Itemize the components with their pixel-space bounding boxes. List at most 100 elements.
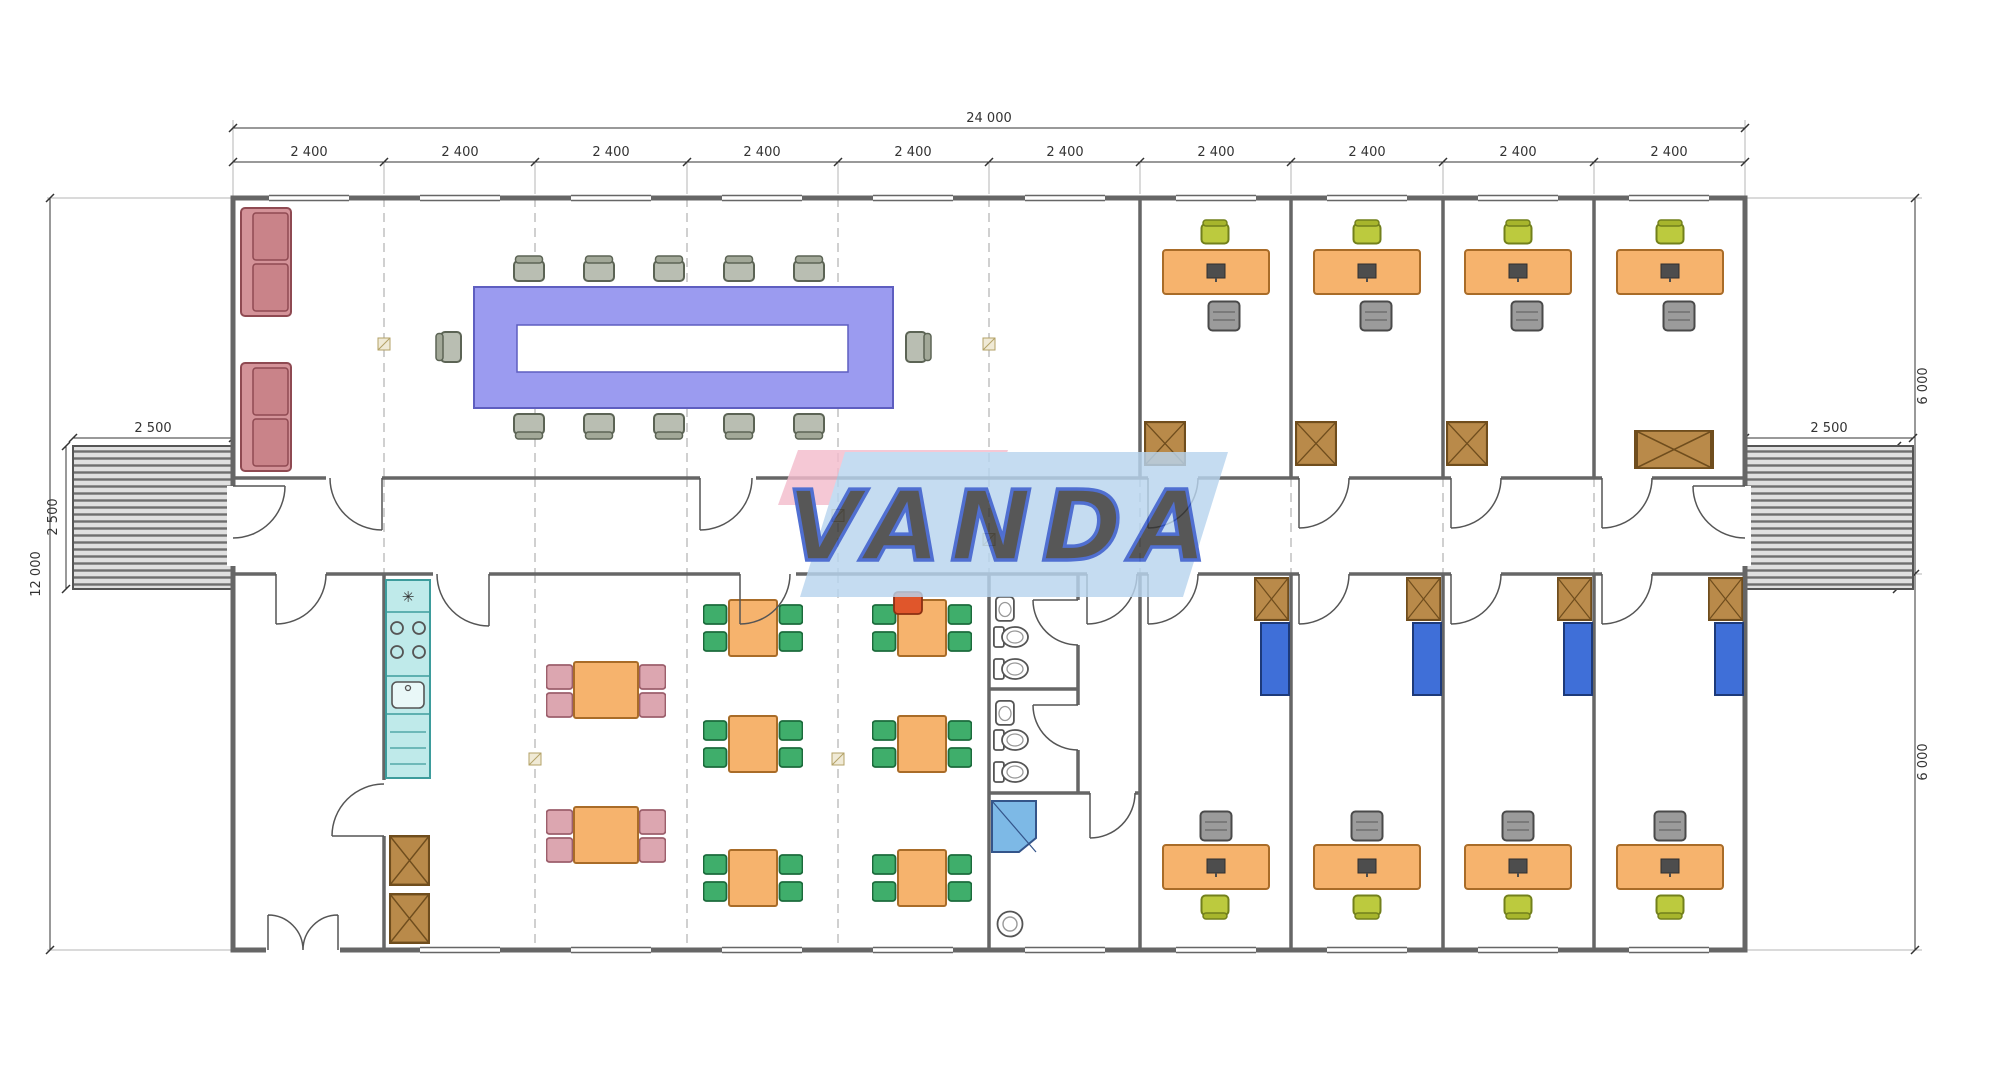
door [436, 573, 490, 627]
window [873, 193, 953, 203]
desk [1464, 249, 1572, 295]
fridge-icon: ✳ [402, 588, 415, 606]
desk [1464, 844, 1572, 890]
door [1089, 792, 1136, 839]
dimension-layer: 24 000 2 400 2 400 2 400 2 400 2 400 2 4… [29, 111, 1931, 955]
window [1478, 193, 1558, 203]
window [873, 945, 953, 955]
dim-ramp-left-width: 2 500 [46, 498, 61, 535]
door [1032, 704, 1079, 751]
window [1327, 193, 1407, 203]
conference-chair [905, 331, 932, 363]
dim-ramp-left-length: 2 500 [134, 421, 171, 436]
door [1692, 485, 1746, 539]
locker [1260, 622, 1290, 696]
wall-openings [227, 486, 1751, 956]
window [571, 945, 651, 955]
watermark-blue-shape [800, 452, 1228, 597]
windows-bottom [420, 945, 1709, 955]
door [275, 573, 327, 625]
desk [1162, 844, 1270, 890]
column-marker [831, 752, 845, 766]
office-chair [1200, 219, 1230, 245]
toilet [993, 729, 1029, 751]
window [1629, 193, 1709, 203]
conference-chair [793, 413, 825, 440]
cabinet [1446, 421, 1488, 466]
window [420, 945, 500, 955]
window [1025, 945, 1105, 955]
cabinet [389, 893, 430, 944]
locker [1412, 622, 1442, 696]
column-marker [528, 752, 542, 766]
door [329, 477, 383, 531]
office-bottom-3 [1464, 577, 1593, 920]
locker [1714, 622, 1744, 696]
dim-bay-label: 2 400 [1499, 145, 1536, 160]
door [1032, 599, 1079, 646]
office-equipment [1501, 810, 1535, 842]
door [1298, 573, 1350, 625]
entrance-ramp-left [72, 445, 234, 590]
door [1601, 477, 1653, 529]
conference-chair [723, 255, 755, 282]
office-chair [1200, 894, 1230, 920]
window [1478, 945, 1558, 955]
window [1025, 193, 1105, 203]
kitchen-counter [385, 579, 431, 779]
window [571, 193, 651, 203]
toilet [993, 626, 1029, 648]
window [1176, 945, 1256, 955]
dim-total-width: 24 000 [966, 111, 1012, 126]
office-equipment [1199, 810, 1233, 842]
sink [995, 596, 1015, 622]
sofa [240, 207, 292, 317]
door [1298, 477, 1350, 529]
desk [1162, 249, 1270, 295]
window [269, 193, 349, 203]
stove-icon [390, 621, 426, 659]
conference-room [240, 207, 932, 472]
cabinet [1254, 577, 1289, 621]
drawer-unit [390, 731, 426, 765]
door [1450, 573, 1502, 625]
dim-right-lower: 6 000 [1916, 743, 1931, 780]
shower-drain-line [991, 800, 1037, 853]
kitchen-sink-icon [391, 681, 425, 709]
conference-chair [583, 413, 615, 440]
conference-chair [723, 413, 755, 440]
office-bottom-4 [1616, 577, 1744, 920]
desk [1616, 844, 1724, 890]
dim-bay-label: 2 400 [290, 145, 327, 160]
office-equipment [1510, 300, 1544, 332]
cabinet [1406, 577, 1441, 621]
dim-ramp-right-length: 2 500 [1810, 421, 1847, 436]
window [1327, 945, 1407, 955]
office-chair [1352, 894, 1382, 920]
cabinet [389, 835, 430, 886]
conference-chair [653, 413, 685, 440]
dim-bay-label: 2 400 [441, 145, 478, 160]
office-equipment [1653, 810, 1687, 842]
office-equipment [1662, 300, 1696, 332]
entrance-double-door [267, 914, 339, 951]
conference-chair [513, 413, 545, 440]
desk [1616, 249, 1724, 295]
conference-chair [653, 255, 685, 282]
dim-bay-label: 2 400 [1197, 145, 1234, 160]
watermark-text: VANDA [787, 470, 1217, 583]
door [739, 573, 791, 625]
dim-bay-label: 2 400 [1046, 145, 1083, 160]
door [1450, 477, 1502, 529]
desk [1313, 249, 1421, 295]
window [722, 945, 802, 955]
toilet [993, 658, 1029, 680]
sink [995, 700, 1015, 726]
office-chair [1352, 219, 1382, 245]
vanda-watermark: VANDA [778, 450, 1228, 597]
locker [1563, 622, 1593, 696]
office-equipment [1359, 300, 1393, 332]
dim-right-upper: 6 000 [1916, 367, 1931, 404]
door [331, 783, 385, 837]
